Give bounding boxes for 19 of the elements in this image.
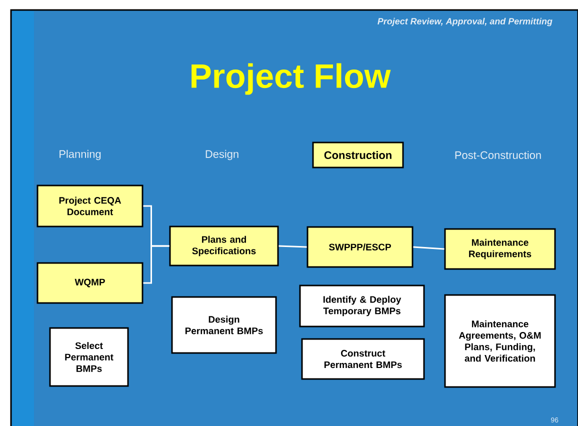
task-box: Identify & Deploy Temporary BMPs — [299, 284, 425, 328]
process-box: Maintenance Requirements — [444, 228, 556, 270]
process-box: Project CEQA Document — [36, 184, 144, 228]
connector-line — [413, 246, 444, 250]
title: Project Flow — [192, 63, 391, 95]
process-box: SWPPP/ESCP — [306, 226, 414, 268]
phase-label: Design — [206, 150, 238, 160]
phase-box: Construction — [312, 142, 404, 168]
phase-label: Post-Construction — [455, 150, 541, 160]
task-box: Construct Permanent BMPs — [301, 338, 425, 380]
task-box: Design Permanent BMPs — [171, 296, 277, 354]
connector-line — [143, 245, 170, 284]
task-box: Maintenance Agreements, O&M Plans, Funding, and Verification — [444, 294, 556, 388]
process-box: Plans and Specifications — [169, 226, 279, 266]
task-box: Select Permanent BMPs — [49, 327, 129, 387]
process-box: WQMP — [36, 262, 144, 304]
connector-line — [278, 245, 307, 248]
header-text: Project Review, Approval, and Permitting — [378, 18, 552, 26]
phase-label: Planning — [60, 150, 101, 160]
